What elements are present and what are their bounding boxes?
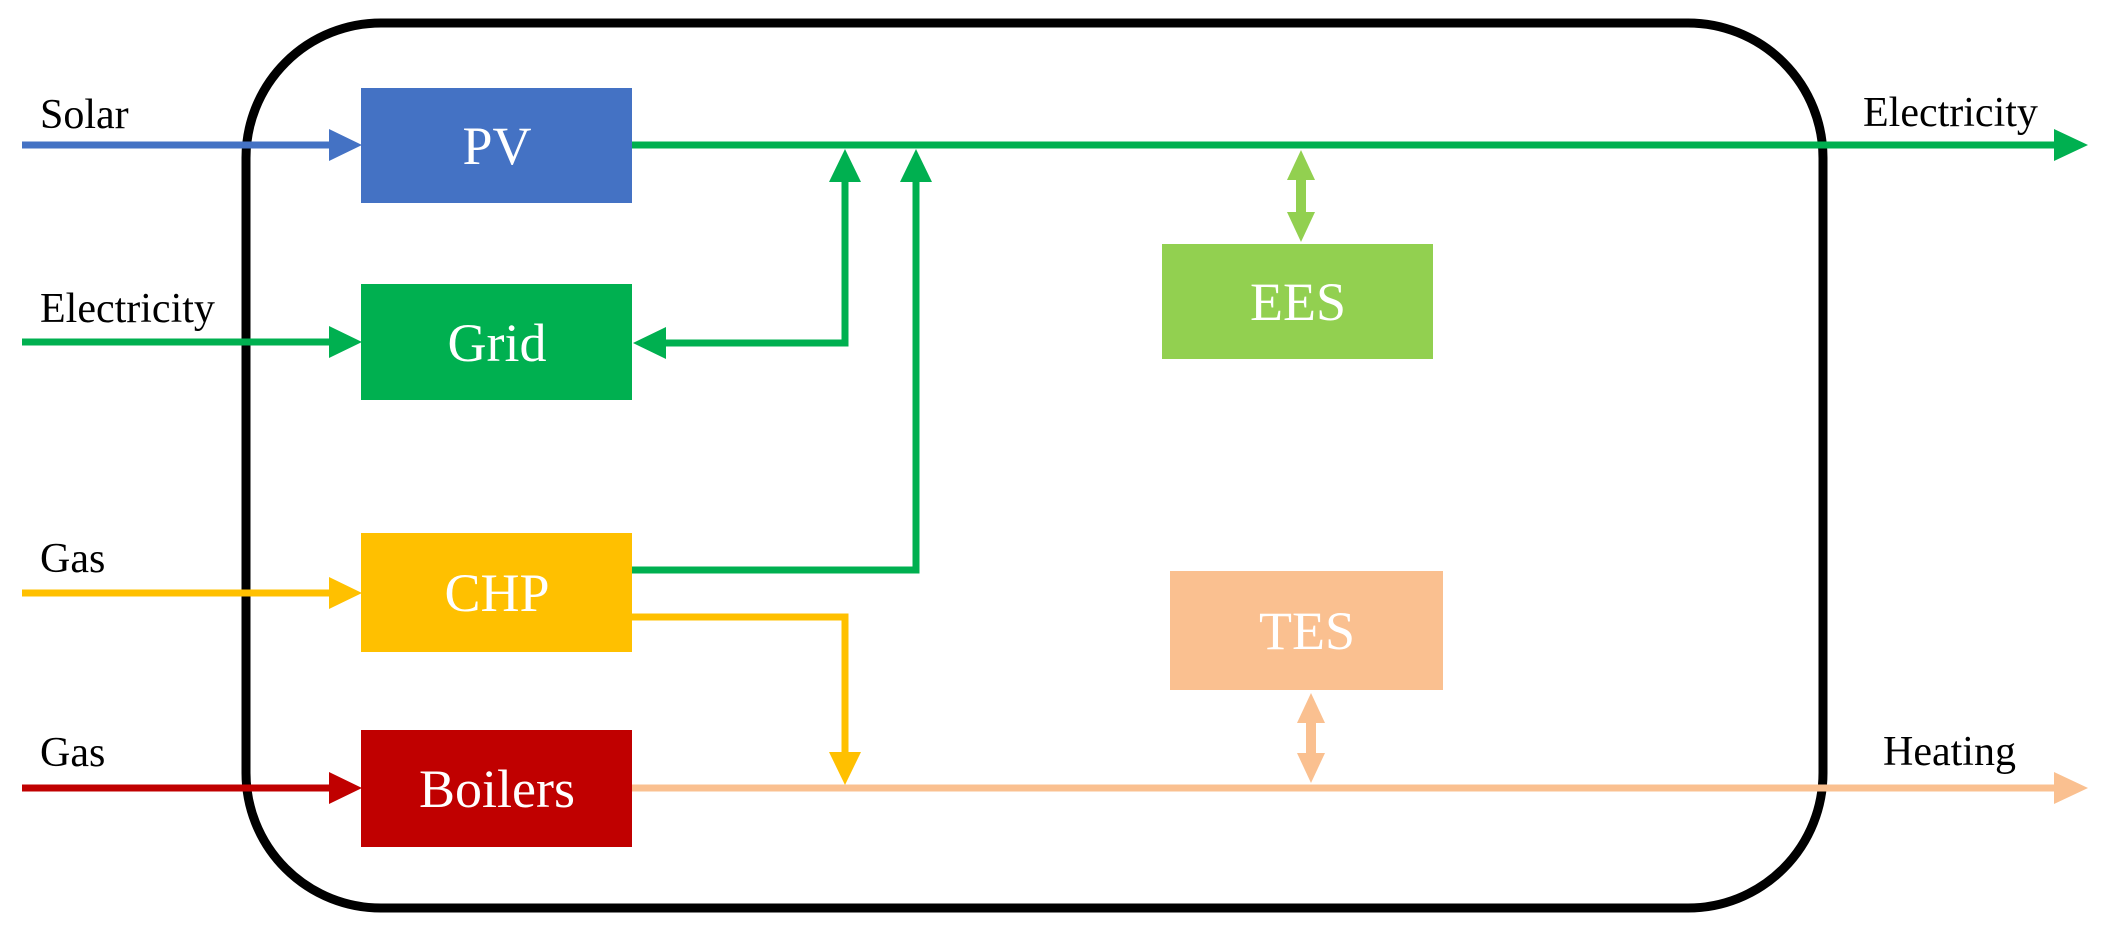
heating-output-label: Heating [1883,729,2016,775]
chp-electricity-arrowhead-icon [900,149,932,182]
tes-box-label: TES [1259,601,1355,661]
pv-box-rect [361,88,632,203]
gas-chp-input-arrowhead-icon [329,577,362,609]
grid-to-bus-up-arrowhead-icon [829,149,861,182]
ees-up-arrowhead-icon [1287,150,1315,180]
boilers-box-rect [361,730,632,847]
bus-to-grid-left-arrowhead-icon [633,327,666,359]
chp-heat-arrowhead-icon [829,752,861,785]
gas-boilers-input-label: Gas [40,730,105,776]
boilers-box: Boilers [361,730,632,847]
electricity-input-arrowhead-icon [329,326,362,358]
chp-box-rect [361,533,632,652]
ees-box-label: EES [1250,272,1346,332]
electricity-output-label: Electricity [1863,90,2038,136]
grid-box-rect [361,284,632,400]
chp-box: CHP [361,533,632,652]
electricity-input-label: Electricity [40,286,215,332]
chp-box-label: CHP [444,563,549,623]
boilers-box-label: Boilers [419,759,575,819]
tes-box-rect [1170,571,1443,690]
solar-input-label: Solar [40,92,129,138]
gas-boilers-input-arrowhead-icon [329,772,362,804]
electricity-output-arrowhead-icon [2054,129,2088,161]
pv-box: PV [361,88,632,203]
pv-box-label: PV [462,116,531,176]
ees-box: EES [1162,244,1433,359]
tes-down-arrowhead-icon [1297,753,1325,783]
grid-box-label: Grid [448,313,547,373]
gas-chp-input-label: Gas [40,536,105,582]
ees-down-arrowhead-icon [1287,212,1315,242]
solar-input-arrowhead-icon [329,129,362,161]
system-boundary [241,18,1828,913]
heating-output-arrowhead-icon [2054,772,2088,804]
chp-heat-line [632,613,849,753]
chp-electricity-line [632,180,920,574]
tes-box: TES [1170,571,1443,690]
grid-bus-link-line [664,180,849,347]
ees-box-rect [1162,244,1433,359]
tes-up-arrowhead-icon [1297,693,1325,723]
grid-box: Grid [361,284,632,400]
